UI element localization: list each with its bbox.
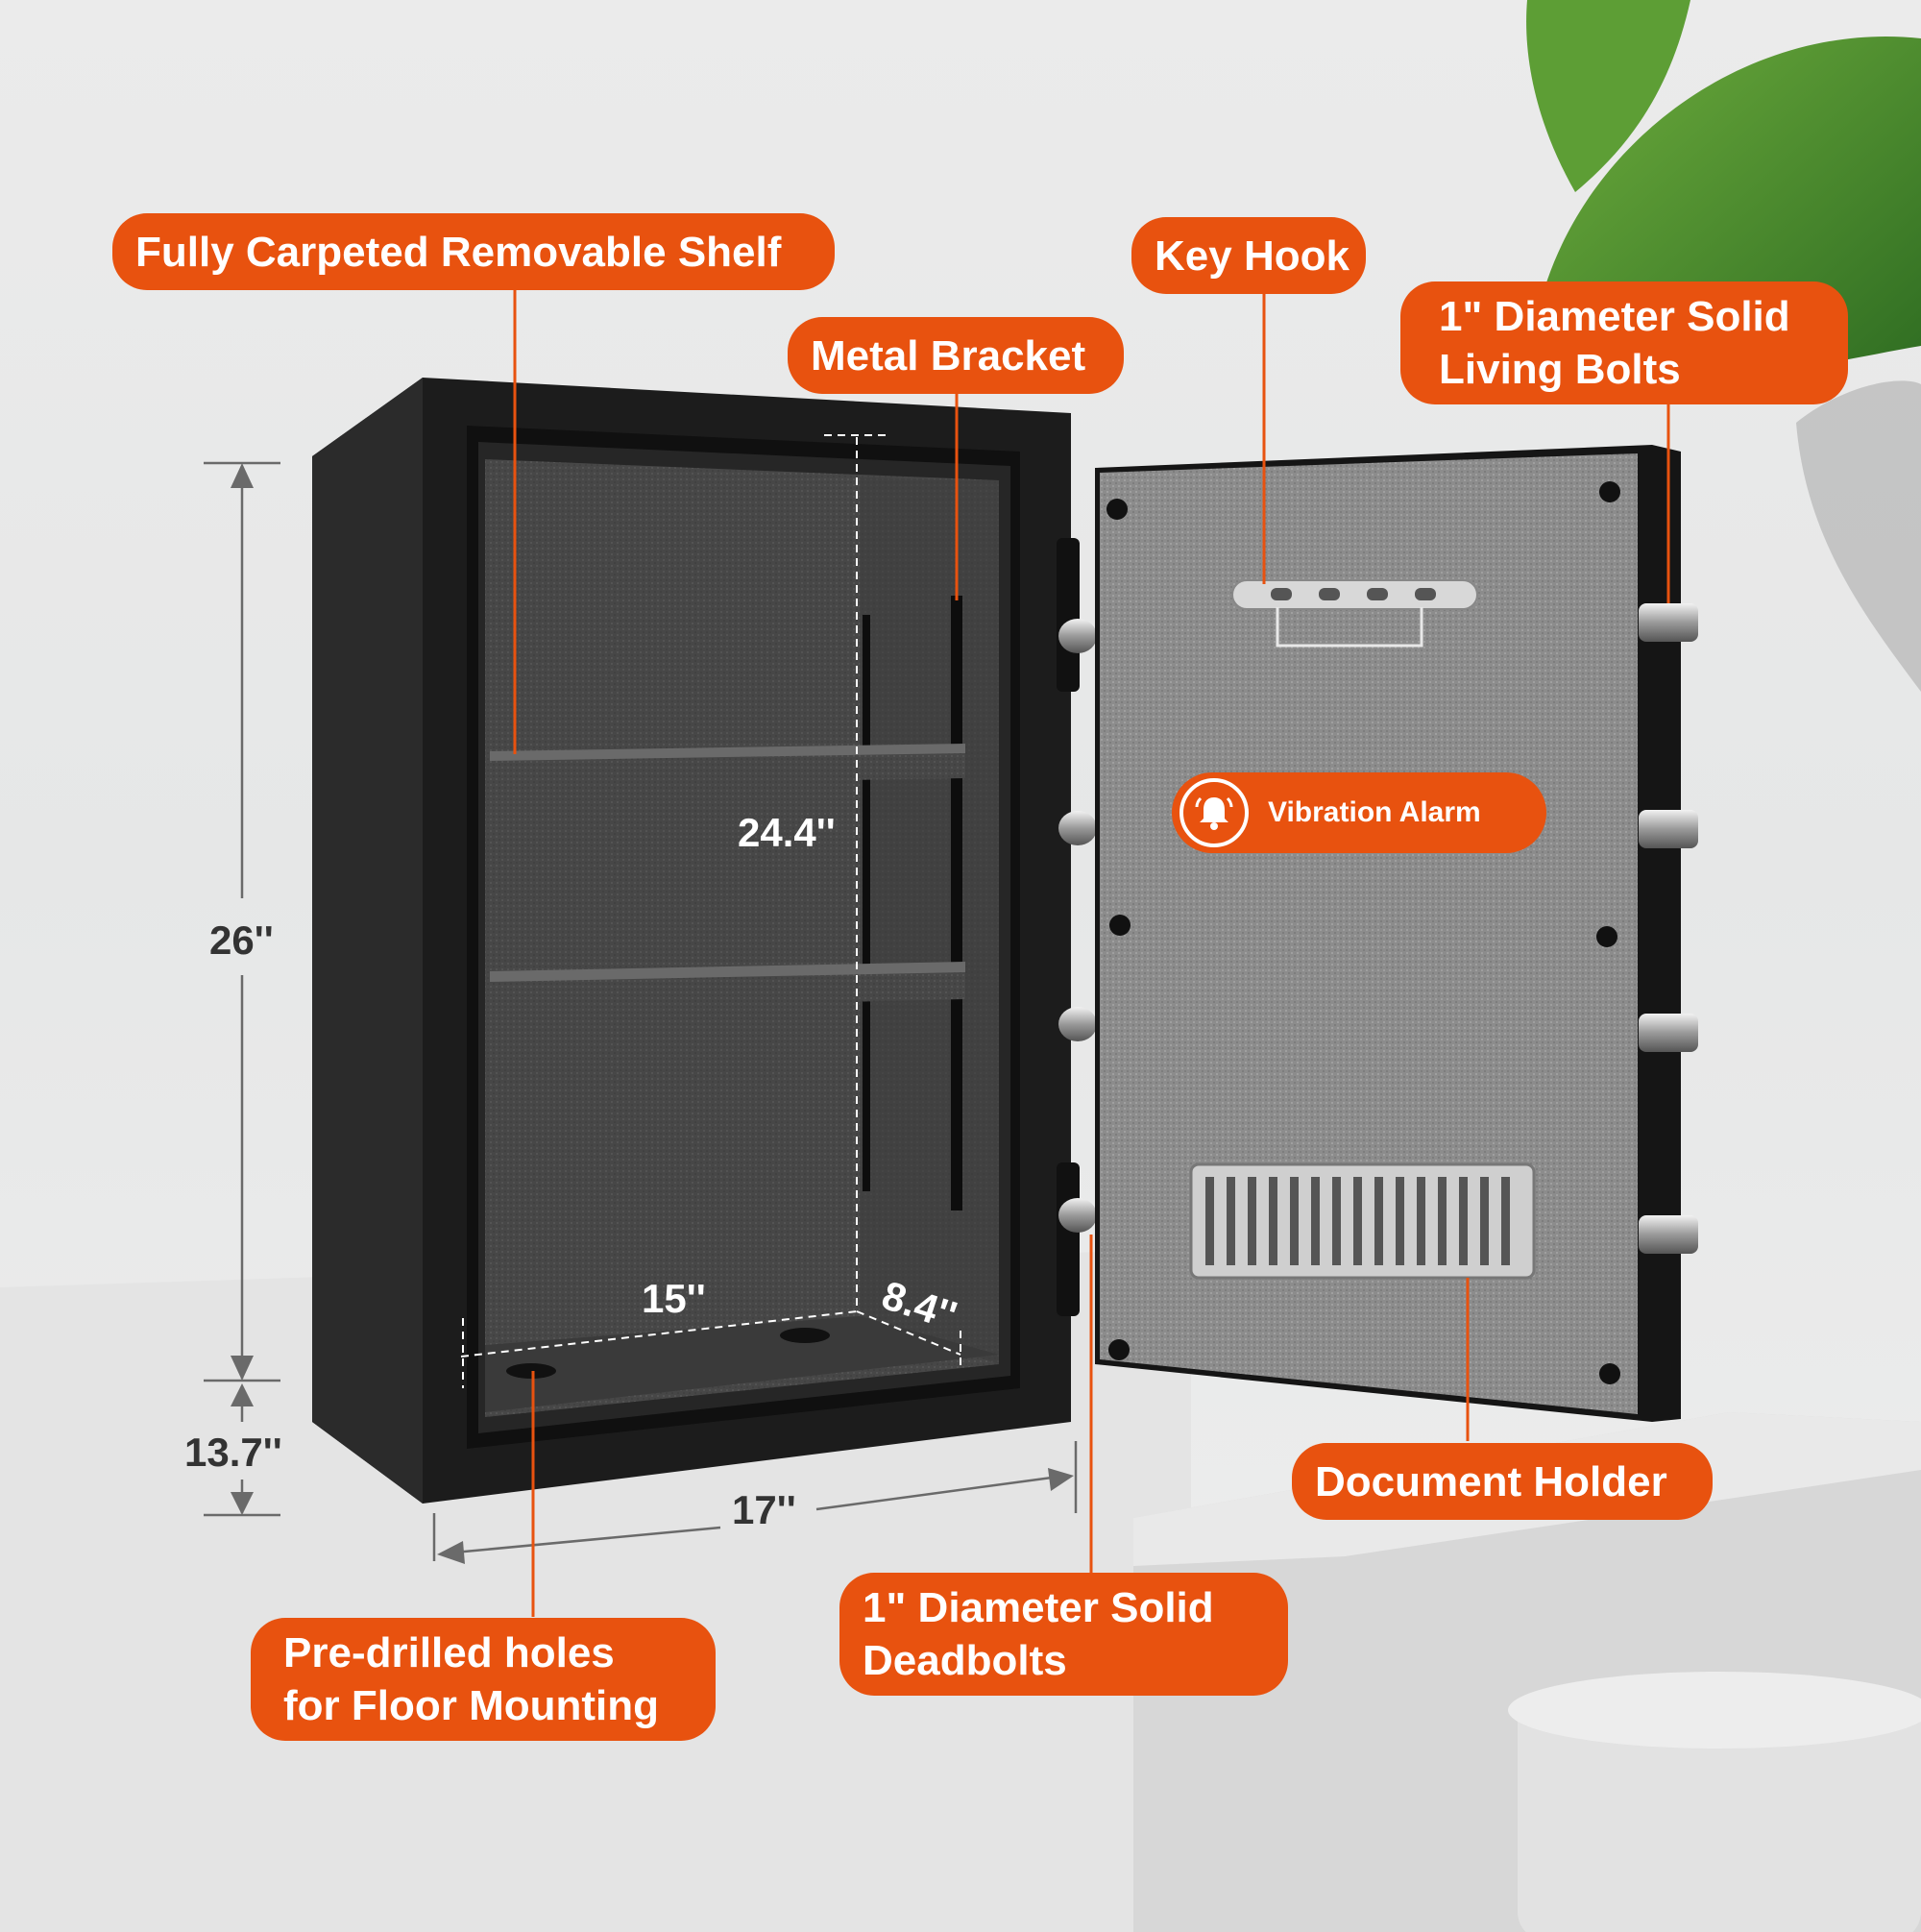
callout-deadbolts-line1: 1" Diameter Solid	[863, 1584, 1214, 1631]
callout-document-holder: Document Holder	[1292, 1443, 1713, 1520]
callout-mounting-holes-line2: for Floor Mounting	[283, 1682, 659, 1729]
callout-living-bolts-line1: 1" Diameter Solid	[1439, 293, 1790, 340]
vibration-alarm-badge: Vibration Alarm	[1172, 772, 1546, 853]
callout-living-bolts-line2: Living Bolts	[1439, 346, 1681, 393]
interior-dimension-lines	[460, 434, 961, 1388]
living-bolt	[1639, 603, 1698, 642]
callout-document-holder-label: Document Holder	[1315, 1457, 1667, 1505]
safe-body	[312, 378, 1097, 1504]
deadbolt	[1058, 1198, 1097, 1233]
callout-mounting-holes: Pre-drilled holes for Floor Mounting	[251, 1618, 716, 1741]
deadbolt	[1058, 619, 1097, 653]
document-holder	[1189, 1162, 1536, 1280]
bell-icon	[1179, 778, 1249, 847]
mounting-hole	[780, 1328, 830, 1343]
outer-height-label: 26''	[209, 917, 274, 963]
dimension-arrows	[231, 463, 1074, 1564]
mounting-hole	[506, 1363, 556, 1379]
callout-metal-bracket: Metal Bracket	[788, 317, 1124, 394]
inner-height-label: 24.4''	[738, 810, 836, 855]
living-bolt	[1639, 1014, 1698, 1052]
living-bolt	[1639, 1215, 1698, 1254]
callout-mounting-holes-line1: Pre-drilled holes	[283, 1629, 615, 1676]
outer-depth-label: 13.7''	[184, 1430, 282, 1475]
deadbolt	[1058, 811, 1097, 845]
callout-key-hook: Key Hook	[1131, 217, 1366, 294]
key-hook-rack	[1231, 579, 1478, 648]
deadbolt	[1058, 1007, 1097, 1041]
safe-door	[1095, 445, 1698, 1422]
callout-metal-bracket-label: Metal Bracket	[811, 331, 1086, 379]
living-bolt	[1639, 810, 1698, 848]
inner-width-label: 15''	[642, 1276, 706, 1321]
shelf	[490, 744, 965, 786]
callout-leaders	[513, 288, 1670, 1617]
callout-shelf-label: Fully Carpeted Removable Shelf	[135, 228, 782, 276]
dimension-lines	[204, 461, 1078, 1561]
callout-shelf: Fully Carpeted Removable Shelf	[112, 213, 835, 290]
callout-deadbolts: 1" Diameter Solid Deadbolts	[839, 1573, 1288, 1696]
outer-width-label: 17''	[732, 1487, 796, 1532]
callout-key-hook-label: Key Hook	[1155, 232, 1350, 280]
vibration-alarm-label: Vibration Alarm	[1268, 796, 1481, 828]
callout-living-bolts: 1" Diameter Solid Living Bolts	[1400, 281, 1848, 404]
callout-deadbolts-line2: Deadbolts	[863, 1637, 1067, 1684]
shelf	[490, 962, 965, 1011]
plant-leaf	[1526, 0, 1690, 192]
